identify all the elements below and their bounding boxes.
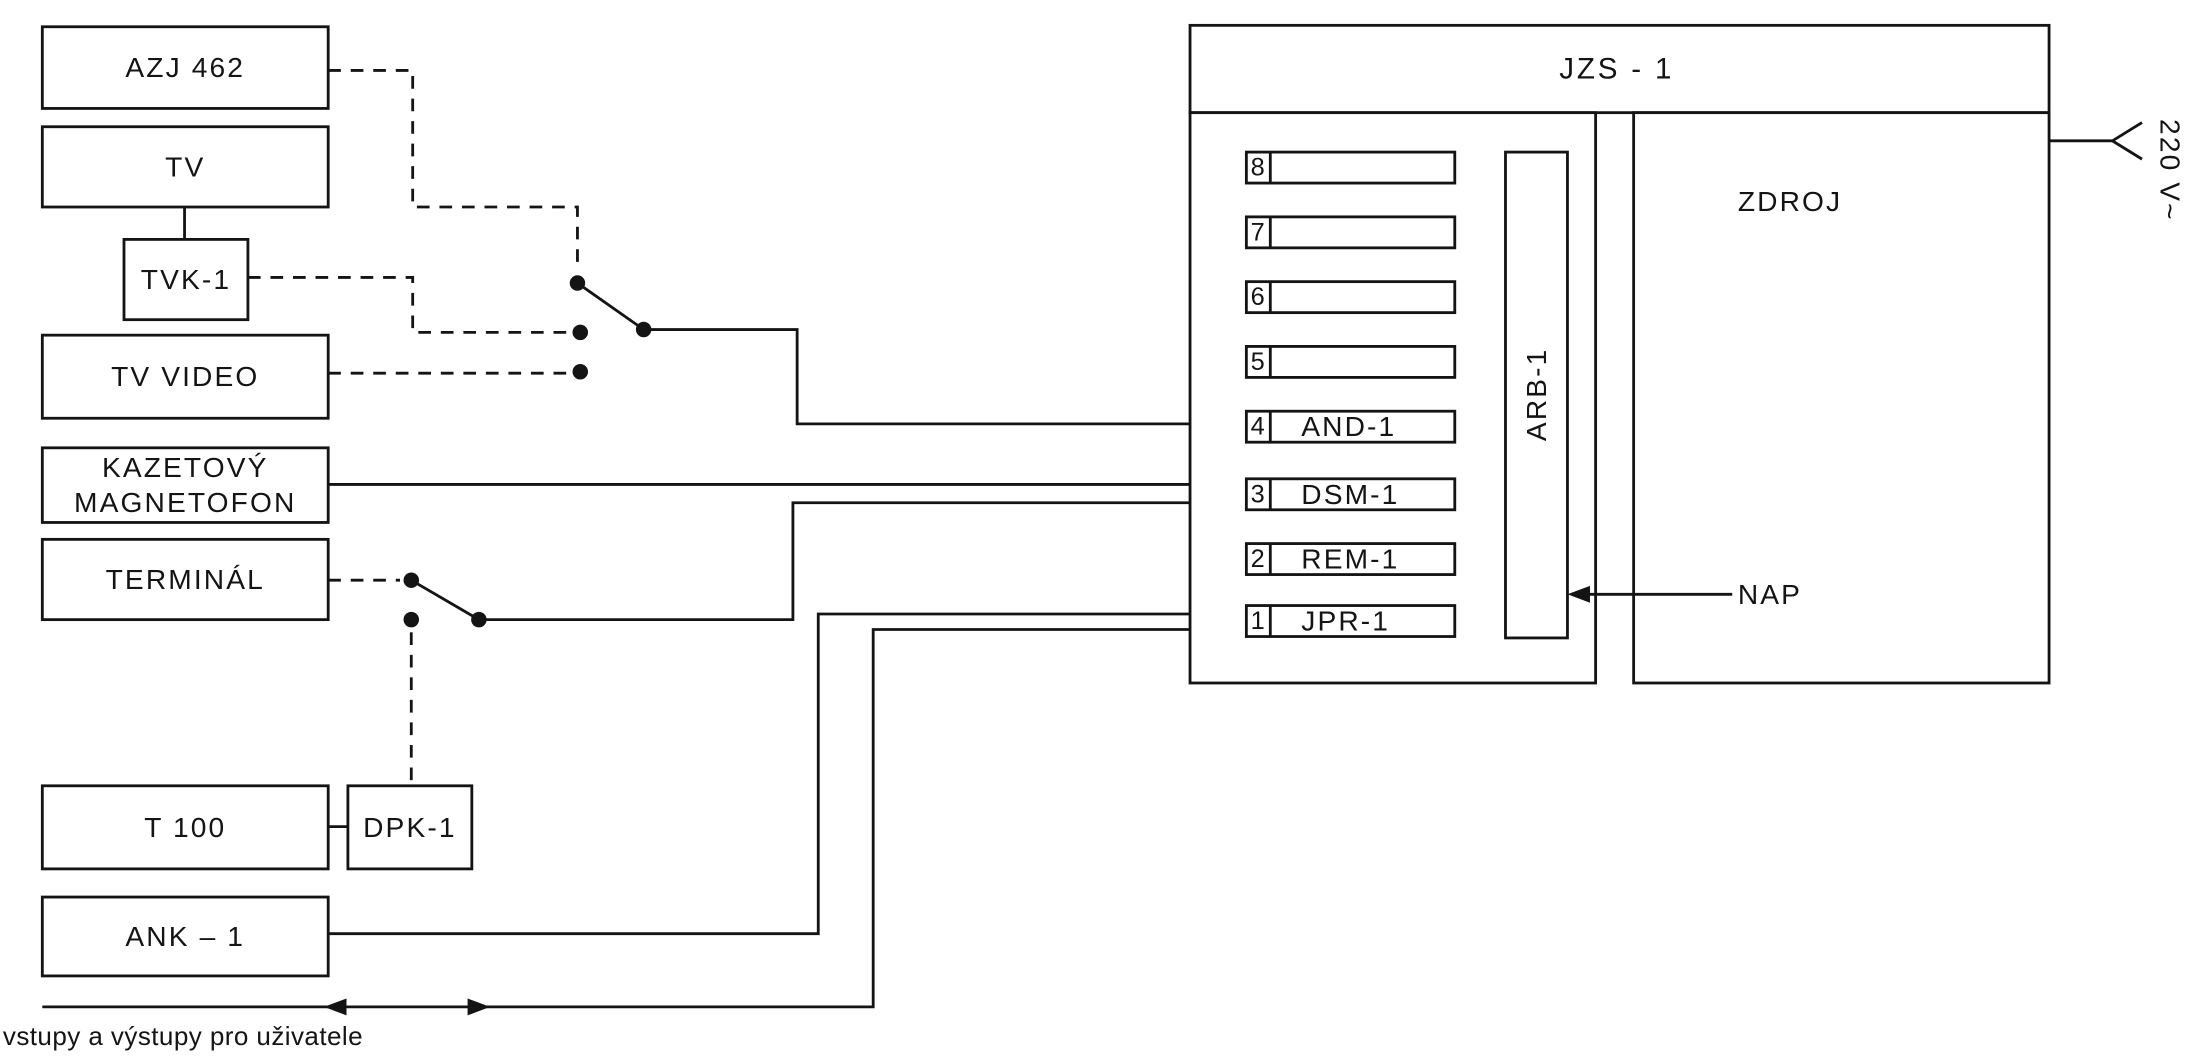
device-tv-video-box [40,333,330,420]
device-dpk-1-label: DPK-1 [363,812,457,843]
device-terminal-box [40,537,330,622]
tvk-dashed-link [247,276,569,334]
computer-title-bar [1188,23,2051,115]
device-tv-video: TV VIDEO [40,333,330,420]
mains-plug-icon [2109,121,2143,161]
slot-4: 4 AND-1 [1244,409,1457,444]
slot-2-frame [1244,542,1457,576]
arbiter-module-box [1504,150,1569,640]
slot-1: 1 JPR-1 [1244,604,1457,638]
device-ank-1-label: ANK – 1 [125,921,245,952]
slot-8-frame [1244,150,1457,185]
power-supply-panel [1632,111,2051,685]
power-supply-label: ZDROJ [1738,186,1842,217]
device-tv-box [40,125,330,209]
device-tvk-1-box [122,237,250,322]
device-dpk-1-box [346,784,474,871]
terminal-switch-arm [410,578,480,621]
terminal-switch-to-slot-3-wire [478,501,1247,622]
mains-supply-label: 220 V~ [2155,119,2186,222]
device-t-100-label: T 100 [144,812,226,843]
slot-7: 7 [1244,215,1457,250]
slot-8-number: 8 [1251,154,1265,182]
device-terminal: TERMINÁL [40,537,330,622]
slot-4-frame [1244,409,1457,444]
slot-7-number: 7 [1251,218,1265,246]
device-cassette-recorder-label-line1: KAZETOVÝ [102,452,269,483]
device-tvk-1: TVK-1 [122,237,250,322]
device-cassette-recorder: KAZETOVÝ MAGNETOFON [40,446,330,524]
terminal-switch-contact-1 [403,572,420,588]
user-output-arrow-icon [323,998,347,1016]
device-ank-1-box [40,895,330,978]
slot-5-frame [1244,345,1457,379]
video-switch-to-slot-4-wire [643,328,1247,426]
device-azj-462-label: AZJ 462 [125,52,245,83]
video-switch-arm [576,281,645,331]
slot-7-frame [1244,215,1457,250]
slot-2: 2 REM-1 [1244,542,1457,576]
slot-1-module: JPR-1 [1301,606,1390,637]
device-tv: TV [40,125,330,209]
device-t-100: T 100 [40,784,330,871]
slot-3-frame [1244,477,1457,512]
device-terminal-label: TERMINÁL [106,564,265,595]
video-switch-contact-2 [572,324,589,341]
slot-2-number: 2 [1251,545,1265,573]
ank-to-slot-1-wire [328,612,1247,936]
computer-jzs-1: JZS - 1 ZDROJ 8 7 6 5 4 AND- [1188,23,2051,685]
user-input-arrow-icon [467,998,491,1016]
slot-4-module: AND-1 [1301,411,1396,442]
slot-1-frame [1244,604,1457,638]
nap-arrow-icon [1567,585,1590,603]
user-io-caption: vstupy a výstupy pro uživatele [3,1021,363,1051]
slot-5-number: 5 [1251,348,1265,376]
device-cassette-recorder-label-line2: MAGNETOFON [74,487,296,518]
slot-3-number: 3 [1251,480,1265,508]
slot-8: 8 [1244,150,1457,185]
slot-5: 5 [1244,345,1457,379]
terminal-switch-common [471,611,487,628]
device-azj-462: AZJ 462 [40,25,330,110]
nap-label: NAP [1738,579,1802,610]
device-tv-video-label: TV VIDEO [111,361,259,392]
computer-title: JZS - 1 [1559,53,1674,86]
video-switch-contact-3 [572,364,589,380]
slot-3: 3 DSM-1 [1244,477,1457,512]
device-ank-1: ANK – 1 [40,895,330,978]
slot-4-number: 4 [1251,413,1265,441]
slot-6-number: 6 [1251,283,1265,311]
device-tvk-1-label: TVK-1 [141,264,231,295]
arbiter-module-label: ARB-1 [1521,348,1552,442]
terminal-switch-contact-2 [403,611,420,628]
azj-dashed-link [328,69,579,271]
slot-6: 6 [1244,280,1457,315]
arbiter-module: ARB-1 [1504,150,1569,640]
slot-3-module: DSM-1 [1301,479,1399,510]
device-azj-462-box [40,25,330,110]
slot-2-module: REM-1 [1301,544,1399,575]
slot-1-number: 1 [1251,607,1265,635]
device-tv-label: TV [165,151,205,182]
slot-6-frame [1244,280,1457,315]
user-io-to-slot-1-wire [42,628,1247,1009]
device-dpk-1: DPK-1 [346,784,474,871]
